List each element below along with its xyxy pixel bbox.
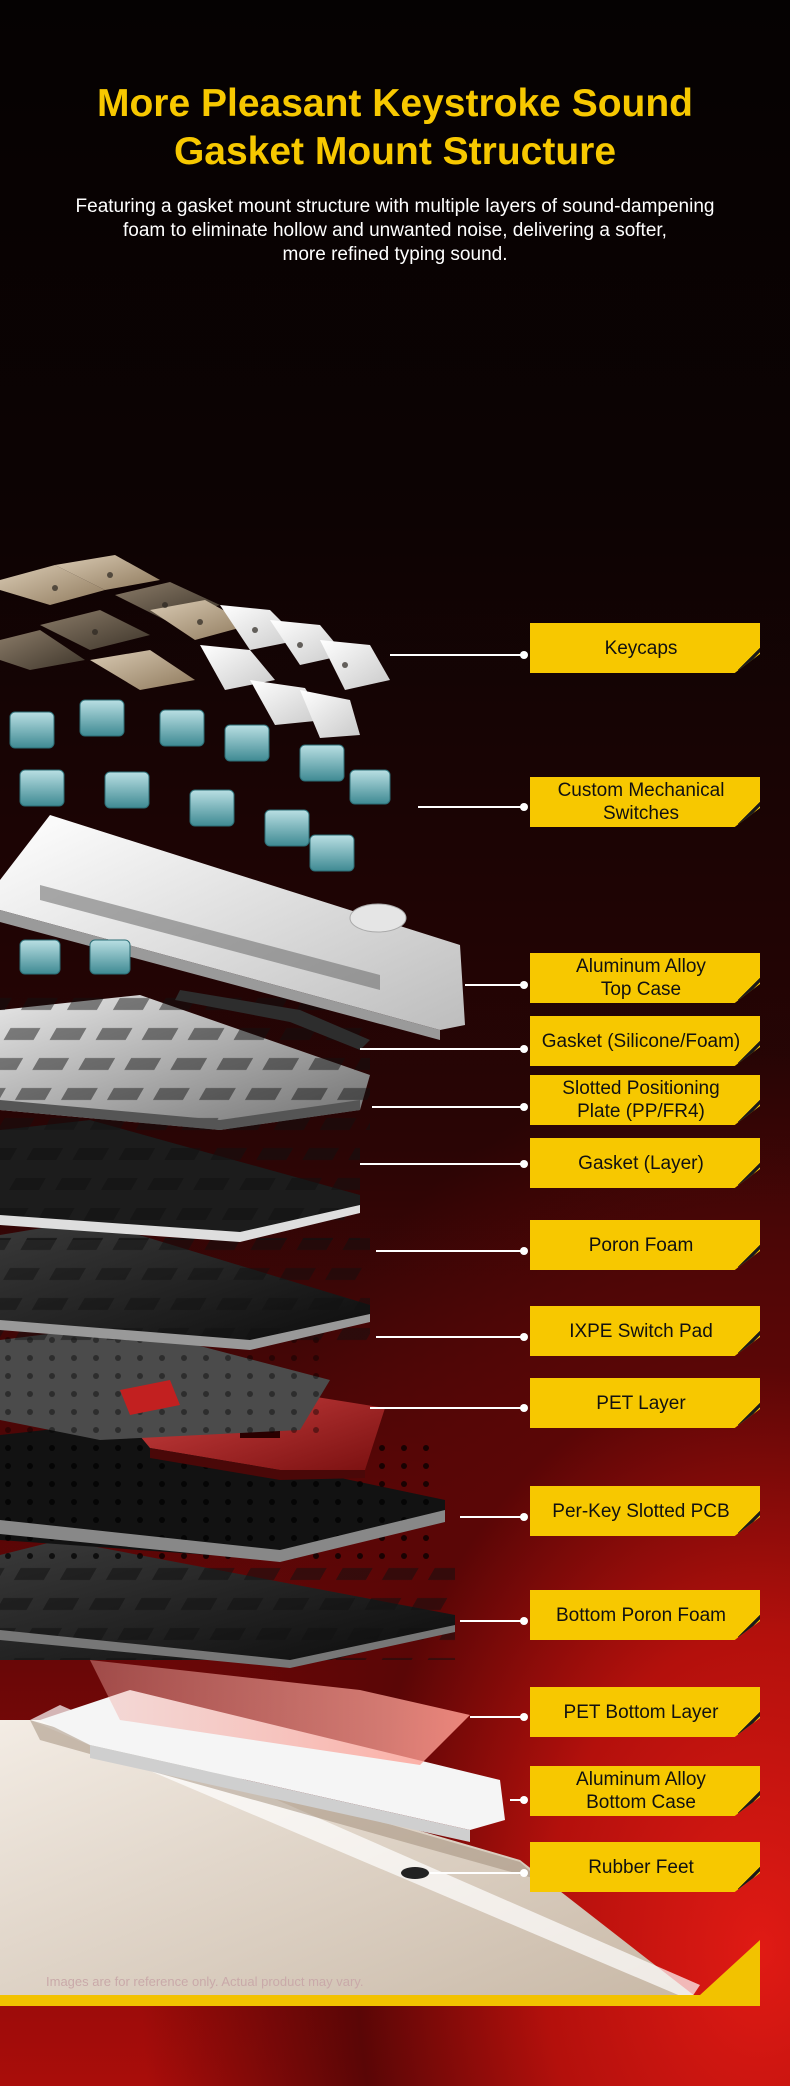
label-keycaps: Keycaps [530,623,760,673]
leader-pet-bottom [470,1713,528,1721]
positioning-plate-shape [0,995,370,1130]
label-ixpe: IXPE Switch Pad [530,1306,760,1356]
leader-keycaps [390,651,528,659]
label-gasket-silicone: Gasket (Silicone/Foam) [530,1016,760,1066]
keyboard-exploded-illustration [0,555,760,2006]
leader-ixpe [376,1333,528,1341]
title-line-2: Gasket Mount Structure [173,130,617,173]
label-pcb: Per-Key Slotted PCB [530,1486,760,1536]
poron-foam-shape [0,1220,370,1350]
subtitle-line-3: more refined typing sound. [282,244,508,265]
disclaimer-text: Images are for reference only. Actual pr… [46,1974,364,1989]
gasket-silicone-shape [175,990,370,1050]
leader-bottom-case [510,1796,528,1804]
pet-bottom-layer-shape [90,1660,470,1765]
leader-bottom-poron [460,1617,528,1625]
label-poron-foam: Poron Foam [530,1220,760,1270]
page-title: More Pleasant Keystroke Sound Gasket Mou… [0,80,790,176]
leader-top-case [465,981,528,989]
switches-shape [9,699,391,975]
label-gasket-layer: Gasket (Layer) [530,1138,760,1188]
label-pet-layer: PET Layer [530,1378,760,1428]
keycaps-shape [0,555,390,738]
leader-pcb [460,1513,528,1521]
bottom-poron-foam-shape [0,1540,455,1668]
label-bottom-poron: Bottom Poron Foam [530,1590,760,1640]
leader-poron-foam [376,1247,528,1255]
leader-switches [418,803,528,811]
label-pet-bottom: PET Bottom Layer [530,1687,760,1737]
subtitle-line-1: Featuring a gasket mount structure with … [75,196,715,217]
leader-rubber-feet [430,1869,528,1877]
leader-positioning-plate [372,1103,528,1111]
leader-pet-layer [370,1404,528,1412]
gasket-layer-shape [0,1120,360,1242]
subtitle-line-2: foam to eliminate hollow and unwanted no… [123,220,667,241]
leader-gasket-silicone [360,1045,528,1053]
page-subtitle: Featuring a gasket mount structure with … [40,195,750,267]
leader-gasket-layer [360,1160,528,1168]
label-rubber-feet: Rubber Feet [530,1842,760,1892]
title-line-1: More Pleasant Keystroke Sound [96,82,693,125]
